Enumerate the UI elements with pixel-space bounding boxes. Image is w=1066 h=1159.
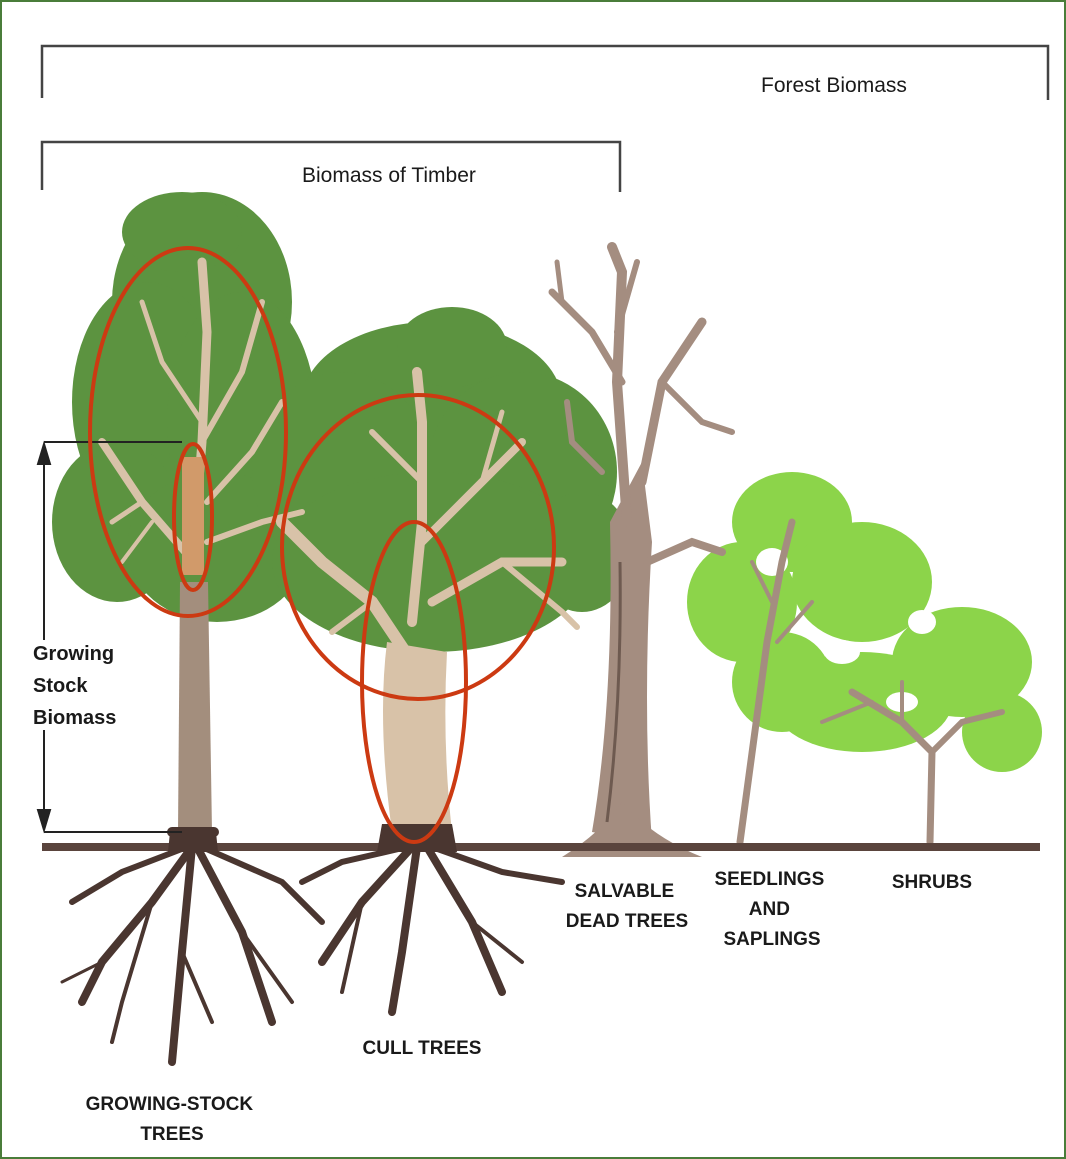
cull-trees-label: CULL TREES bbox=[363, 1038, 482, 1059]
cull-tree-roots bbox=[302, 847, 562, 1012]
shrub-canopy bbox=[687, 472, 1042, 772]
seedlings-and-saplings-label: SEEDLINGS AND SAPLINGS bbox=[714, 869, 829, 950]
growing-stock-root-base bbox=[168, 832, 218, 852]
growing-stock-tree-trunk bbox=[178, 582, 212, 832]
salvable-dead-trees-label: SALVABLE DEAD TREES bbox=[566, 881, 688, 932]
cull-tree-trunk bbox=[383, 642, 452, 832]
cull-tree-root-base bbox=[377, 824, 457, 852]
growing-stock-highlight bbox=[182, 457, 204, 575]
growing-stock-biomass-label: Growing Stock Biomass bbox=[33, 643, 120, 729]
forest-biomass-label: Forest Biomass bbox=[761, 74, 907, 97]
shrubs-label: SHRUBS bbox=[892, 872, 972, 893]
biomass-of-timber-label: Biomass of Timber bbox=[302, 164, 476, 187]
growing-stock-trees-label: GROWING-STOCK TREES bbox=[86, 1094, 259, 1145]
growing-stock-roots bbox=[62, 832, 322, 1062]
